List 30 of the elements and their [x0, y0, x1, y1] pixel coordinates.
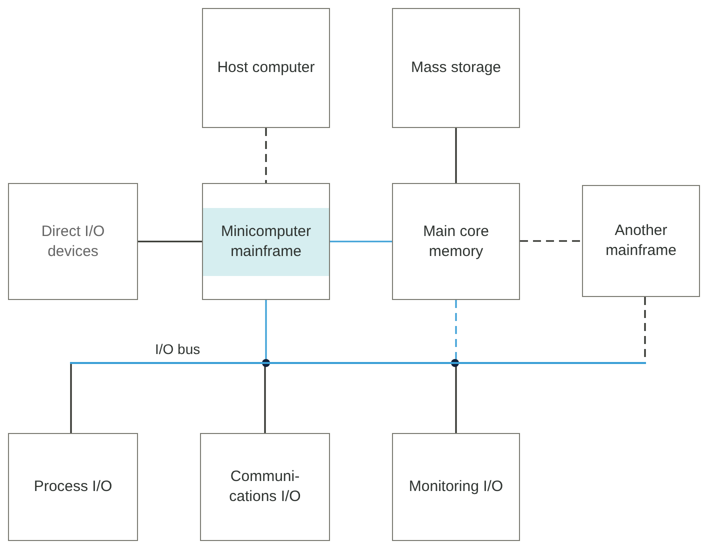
block-box — [8, 433, 138, 541]
connector-line — [455, 364, 457, 433]
connector-line — [70, 364, 72, 433]
block-label: Monitoring I/O — [408, 477, 504, 497]
bus-label: I/O bus — [155, 341, 200, 357]
block-box — [202, 8, 330, 128]
block-box — [392, 8, 520, 128]
block-box — [582, 185, 700, 297]
block-label: Direct I/O devices — [40, 222, 106, 262]
connector-line — [520, 240, 582, 242]
block-box — [202, 183, 330, 300]
connector-line — [265, 300, 267, 362]
block-label: Process I/O — [32, 477, 114, 497]
block-box — [200, 433, 330, 541]
connector-line — [264, 364, 266, 433]
block-box — [392, 183, 520, 300]
block-label: Main core memory — [422, 222, 490, 262]
block-label: Host computer — [216, 58, 316, 78]
block-box — [392, 433, 520, 541]
connector-line — [138, 240, 202, 242]
block-label: Minicomputer mainframe — [203, 208, 329, 276]
block-label: Communi- cations I/O — [228, 467, 302, 507]
connector-line — [455, 128, 457, 183]
connector-line — [330, 240, 392, 242]
block-label: Another mainframe — [604, 221, 678, 261]
block-label: Mass storage — [410, 58, 502, 78]
connector-line — [265, 128, 267, 183]
connector-line — [455, 300, 457, 362]
bus-line — [70, 362, 646, 364]
block-box — [8, 183, 138, 300]
